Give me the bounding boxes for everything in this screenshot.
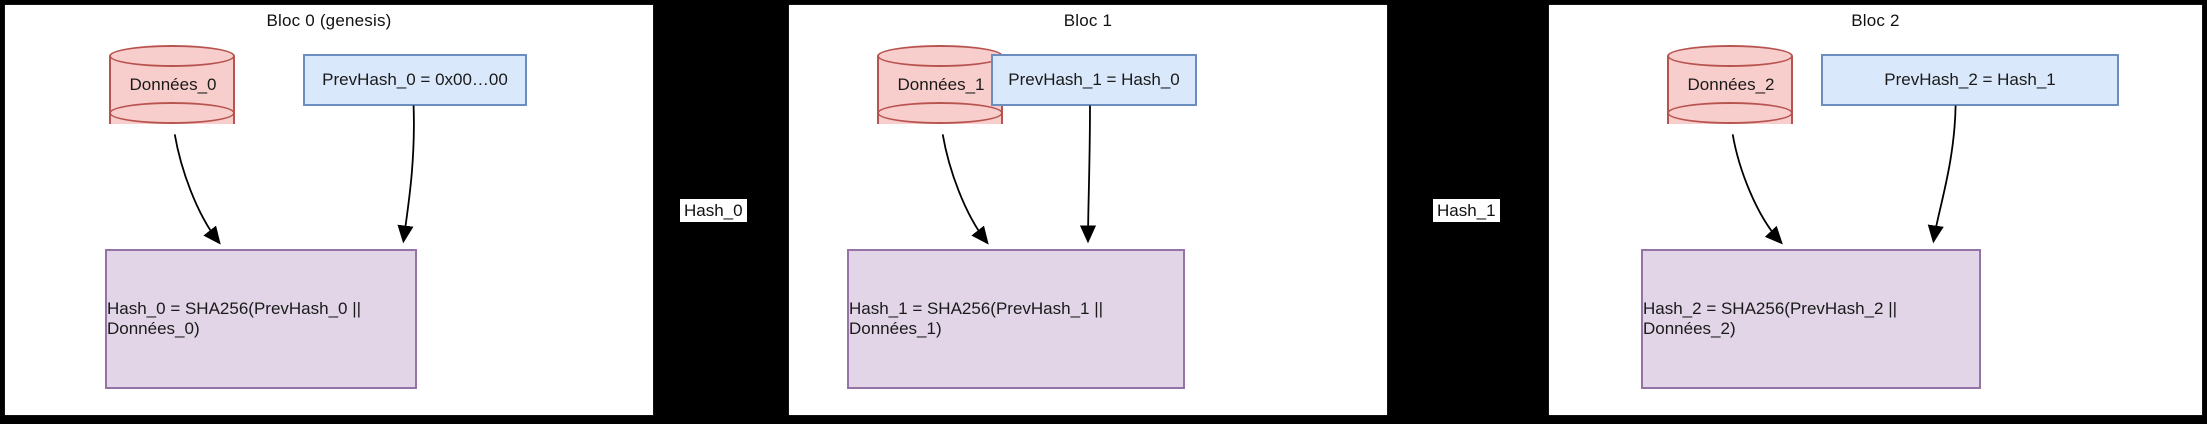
hash-label-2: Hash_2 = SHA256(PrevHash_2 || Données_2)	[1643, 299, 1898, 338]
chain-link-label-hash-1: Hash_1	[1433, 199, 1500, 223]
cylinder-bottom-ellipse	[1667, 102, 1793, 124]
cylinder-bottom-ellipse	[877, 102, 1003, 124]
data-cylinder-2[interactable]: Données_2	[1667, 45, 1795, 135]
prevhash-box-2[interactable]: PrevHash_2 = Hash_1	[1821, 54, 2119, 106]
hash-label-0: Hash_0 = SHA256(PrevHash_0 || Données_0)	[107, 299, 362, 338]
arrow-data-to-hash-1	[941, 134, 989, 245]
prevhash-label-2: PrevHash_2 = Hash_1	[1884, 70, 2056, 89]
block-title-1: Bloc 1	[1063, 11, 1113, 30]
cylinder-bottom-ellipse	[109, 102, 235, 124]
prevhash-box-0[interactable]: PrevHash_0 = 0x00…00	[303, 54, 527, 106]
cylinder-top-ellipse	[1667, 45, 1793, 67]
cylinder-top-ellipse	[877, 45, 1003, 67]
data-cylinder-label-0: Données_0	[129, 75, 217, 94]
hash-box-1[interactable]: Hash_1 = SHA256(PrevHash_1 || Données_1)	[847, 249, 1185, 389]
block-panel-0: Bloc 0 (genesis) Données_0 PrevHash_0 = …	[4, 4, 654, 416]
data-cylinder-1[interactable]: Données_1	[877, 45, 1005, 135]
block-title-2: Bloc 2	[1851, 11, 1900, 30]
prevhash-box-1[interactable]: PrevHash_1 = Hash_0	[991, 54, 1197, 106]
prevhash-label-1: PrevHash_1 = Hash_0	[1008, 70, 1180, 89]
arrow-prevhash-to-hash-1	[1079, 105, 1097, 244]
arrow-prevhash-to-hash-2	[1927, 105, 1957, 244]
arrow-prevhash-to-hash-0	[397, 105, 415, 244]
cylinder-top-ellipse	[109, 45, 235, 67]
prevhash-label-0: PrevHash_0 = 0x00…00	[322, 70, 508, 89]
data-cylinder-0[interactable]: Données_0	[109, 45, 237, 135]
hash-label-1: Hash_1 = SHA256(PrevHash_1 || Données_1)	[849, 299, 1104, 338]
data-cylinder-label-1: Données_1	[897, 75, 985, 94]
data-cylinder-label-2: Données_2	[1687, 75, 1775, 94]
block-panel-2: Bloc 2 Données_2 PrevHash_2 = Hash_1 Has…	[1548, 4, 2203, 416]
arrow-data-to-hash-0	[173, 134, 221, 245]
hash-box-2[interactable]: Hash_2 = SHA256(PrevHash_2 || Données_2)	[1641, 249, 1981, 389]
chain-link-label-hash-0: Hash_0	[680, 199, 747, 223]
block-panel-1: Bloc 1 Données_1 PrevHash_1 = Hash_0 Has…	[788, 4, 1388, 416]
arrow-data-to-hash-2	[1731, 134, 1783, 245]
hash-box-0[interactable]: Hash_0 = SHA256(PrevHash_0 || Données_0)	[105, 249, 417, 389]
block-title-0: Bloc 0 (genesis)	[266, 11, 392, 30]
